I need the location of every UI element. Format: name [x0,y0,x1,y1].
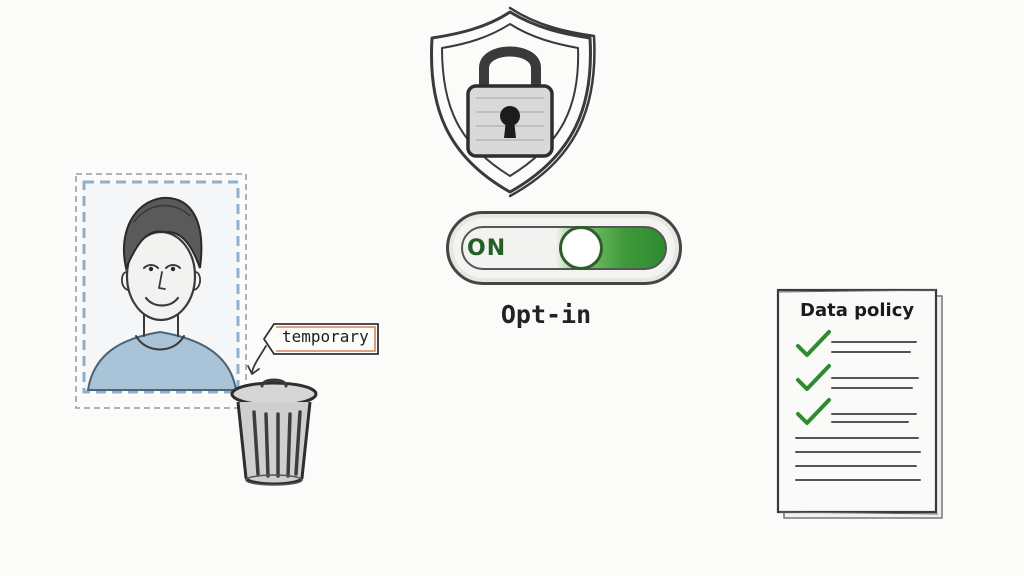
tag-shape [262,323,379,355]
data-policy-document [776,288,943,519]
toggle-state-label: ON [467,236,507,261]
checkmark-icon [796,398,831,425]
data-policy-title: Data policy [800,300,915,321]
opt-in-caption: Opt-in [500,300,592,329]
shield-lock-icon [429,6,596,198]
opt-in-toggle[interactable]: ON [446,211,682,285]
trash-can-icon[interactable] [228,376,324,488]
checkmark-icon [796,330,831,357]
checkmark-icon [796,364,831,391]
toggle-knob[interactable] [559,226,603,270]
tag-arrow-icon [247,345,267,375]
person-photo-icon [75,173,247,409]
temporary-tag-label: temporary [282,327,369,346]
